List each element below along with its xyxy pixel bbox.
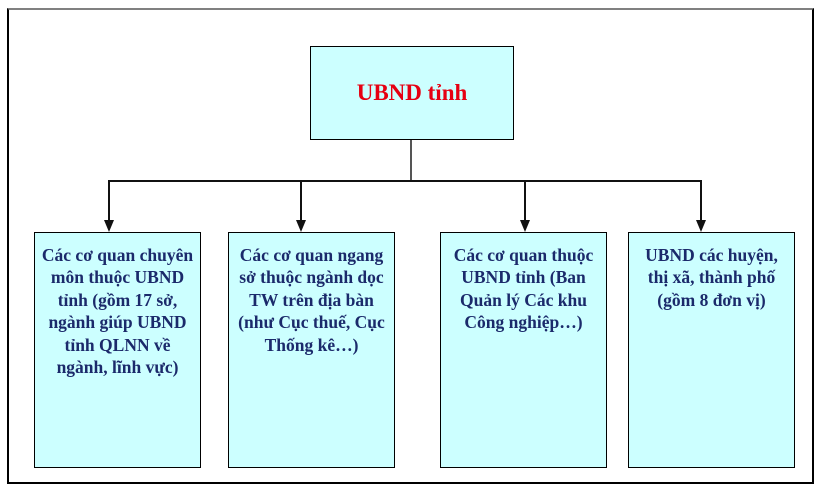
arrowhead-icon-4	[696, 220, 706, 232]
node-child-label-3: Các cơ quan thuộc UBND tỉnh (Ban Quản lý…	[453, 245, 594, 333]
connector-trunk-vertical	[410, 140, 412, 181]
node-root-ubnd-tinh[interactable]: UBND tỉnh	[310, 46, 514, 140]
connector-drop-1	[108, 180, 110, 222]
arrowhead-icon-2	[296, 220, 306, 232]
arrowhead-icon-3	[520, 220, 530, 232]
connector-drop-2	[300, 180, 302, 222]
node-child-co-quan-thuoc-ubnd[interactable]: Các cơ quan thuộc UBND tỉnh (Ban Quản lý…	[440, 232, 607, 468]
node-root-label: UBND tỉnh	[356, 80, 468, 106]
node-child-co-quan-chuyen-mon[interactable]: Các cơ quan chuyên môn thuộc UBND tỉnh (…	[34, 232, 201, 468]
connector-drop-3	[524, 180, 526, 222]
node-child-label-1: Các cơ quan chuyên môn thuộc UBND tỉnh (…	[41, 245, 194, 377]
node-child-label-2: Các cơ quan ngang sở thuộc ngành dọc TW …	[238, 245, 385, 355]
arrowhead-icon-1	[104, 220, 114, 232]
node-child-co-quan-ngang-so[interactable]: Các cơ quan ngang sở thuộc ngành dọc TW …	[228, 232, 395, 468]
connector-horizontal-bus	[108, 180, 701, 182]
node-child-label-4: UBND các huyện, thị xã, thành phố (gồm 8…	[645, 245, 778, 310]
connector-drop-4	[700, 180, 702, 222]
node-child-ubnd-cac-huyen[interactable]: UBND các huyện, thị xã, thành phố (gồm 8…	[628, 232, 795, 468]
